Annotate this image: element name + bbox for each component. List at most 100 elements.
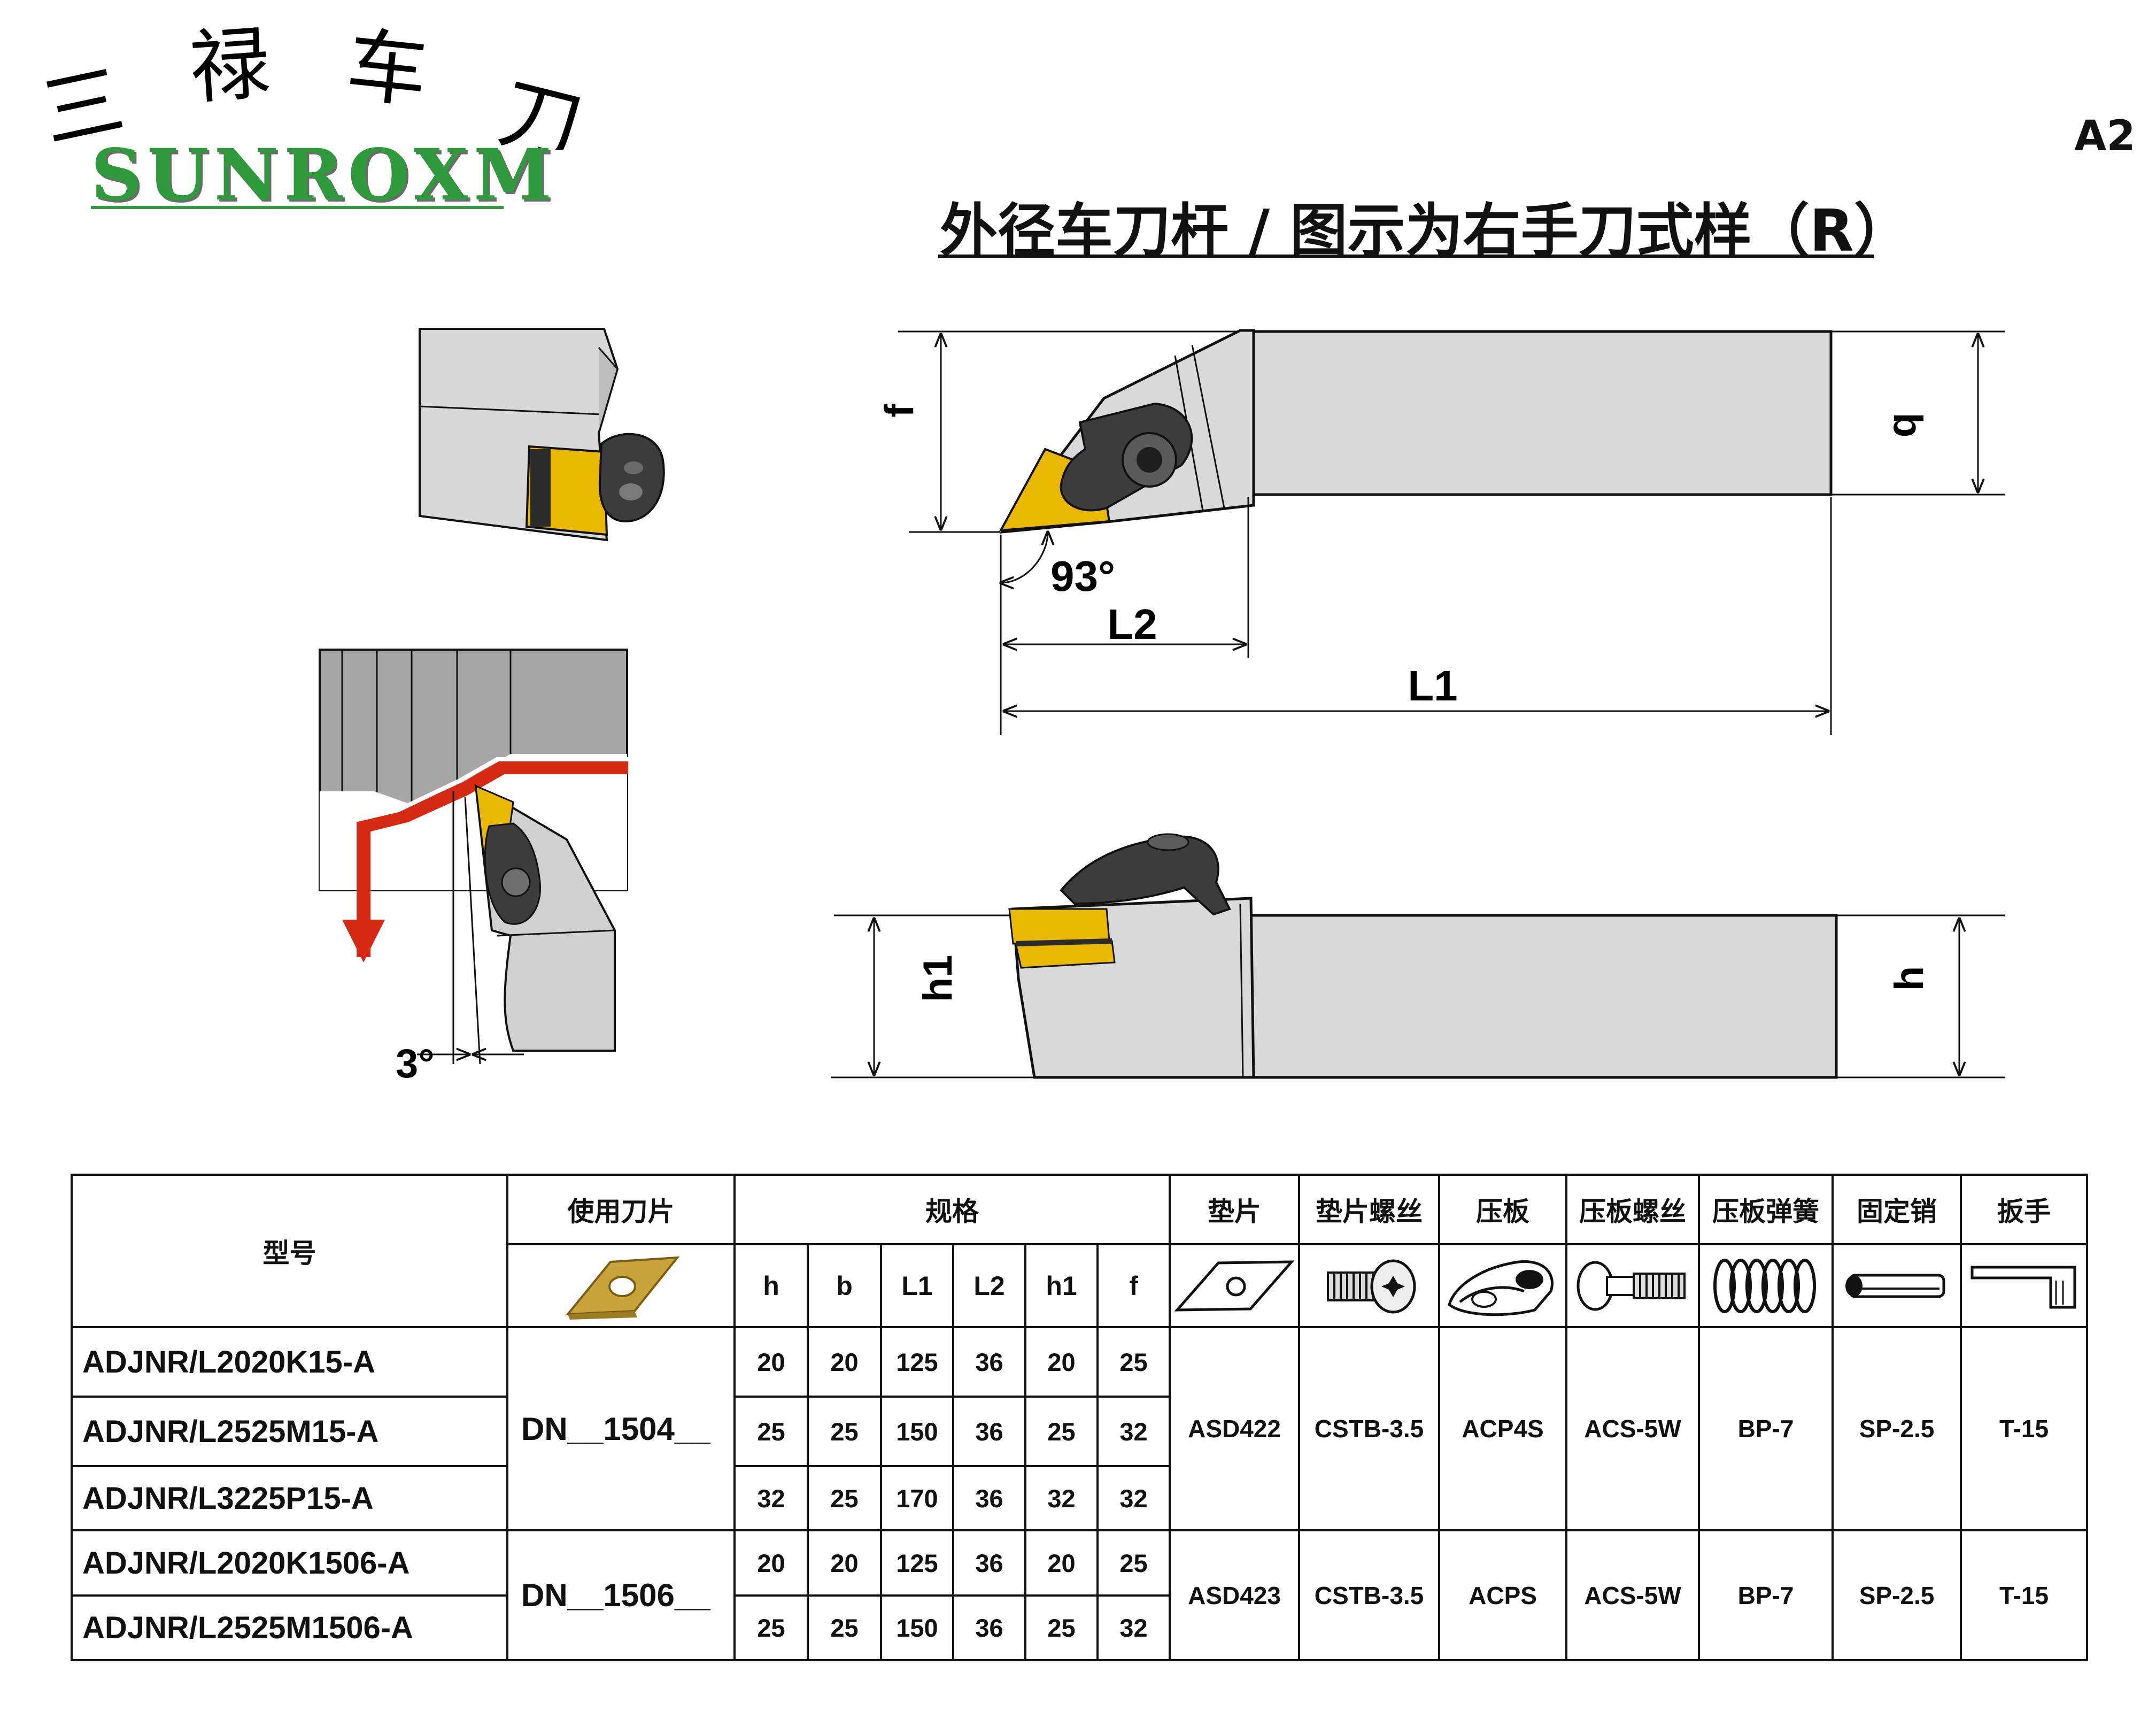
main-angle-label: 93° [1050, 552, 1115, 600]
value-f: 32 [1096, 1396, 1171, 1467]
model-cell: ADJNR/L2020K1506-A [71, 1529, 508, 1597]
value-f: 25 [1096, 1529, 1171, 1597]
value-h: 20 [733, 1529, 809, 1597]
value-h: 25 [733, 1594, 809, 1661]
technical-drawing: 3° f b 93° L2 L1 [319, 328, 2005, 1086]
header-model: 型号 [71, 1174, 508, 1328]
torx-wrench-icon [1970, 1266, 2076, 1308]
side-view: h1 h [831, 833, 2005, 1079]
value-b: 25 [807, 1594, 882, 1661]
header-shim-screw: 垫片螺丝 [1298, 1174, 1441, 1245]
shim-cell: ASD423 [1169, 1529, 1301, 1661]
shim-screw-picture-cell [1298, 1243, 1441, 1328]
clamp-screw-picture-cell [1565, 1243, 1701, 1328]
header-shim: 垫片 [1169, 1174, 1301, 1245]
dim-L1-label: L1 [1408, 662, 1457, 710]
header-wrench: 扳手 [1960, 1174, 2089, 1245]
clamp-screw-icon [1577, 1261, 1686, 1311]
model-cell: ADJNR/L2525M1506-A [71, 1594, 508, 1661]
shim-screw-cell: CSTB-3.5 [1298, 1529, 1441, 1661]
brand-chinese-name: 三 禄 车 刀 [37, 27, 591, 150]
clamp-spring-picture-cell [1698, 1243, 1834, 1328]
table-row: ADJNR/L3225P15-A 32 25 170 36 32 32 [71, 1465, 2087, 1531]
value-b: 20 [807, 1326, 882, 1398]
brand-char-3: 车 [342, 27, 431, 120]
value-L1: 125 [880, 1529, 954, 1597]
value-b: 25 [807, 1465, 882, 1531]
pin-cell: SP-2.5 [1832, 1529, 1962, 1661]
value-f: 32 [1096, 1465, 1171, 1531]
value-L2: 36 [952, 1465, 1026, 1531]
table-row: ADJNR/L2020K1506-A DN__1506__ 20 20 125 … [71, 1529, 2089, 1661]
subheader-row: h b L1 L2 h1 f [72, 1243, 2089, 1328]
value-L2: 36 [952, 1326, 1026, 1398]
dim-L2-label: L2 [1107, 600, 1157, 648]
table-row: ADJNR/L2525M15-A 25 25 150 36 25 32 [71, 1396, 2087, 1467]
dim-h1-label: h1 [915, 955, 961, 1003]
value-h: 32 [733, 1465, 809, 1531]
header-row: 型号 使用刀片 规格 垫片 垫片螺丝 压板 压板螺丝 压板弹簧 固定销 扳手 [71, 1174, 2089, 1328]
spec-col-b: b [807, 1243, 882, 1328]
shim-cell: ASD422 [1169, 1326, 1301, 1531]
value-L2: 36 [952, 1396, 1026, 1467]
wrench-cell: T-15 [1960, 1529, 2089, 1661]
header-spec: 规格 [733, 1174, 1171, 1245]
clamp-picture-cell [1438, 1243, 1568, 1328]
value-b: 20 [807, 1529, 882, 1597]
pin-picture-cell [1832, 1243, 1962, 1328]
clamp-screw-cell: ACS-5W [1565, 1529, 1701, 1661]
shim-plate-icon [1174, 1260, 1295, 1312]
value-b: 25 [807, 1396, 882, 1467]
table-row: ADJNR/L2525M1506-A 25 25 150 36 25 32 [71, 1594, 2087, 1661]
value-L2: 36 [952, 1529, 1026, 1597]
value-h: 20 [733, 1326, 809, 1398]
value-L2: 36 [952, 1594, 1026, 1661]
header-clamp-screw: 压板螺丝 [1565, 1174, 1701, 1245]
value-h1: 25 [1024, 1594, 1099, 1661]
insert-cell: DN__1504__ [506, 1326, 736, 1531]
header-clamp: 压板 [1438, 1174, 1568, 1245]
value-f: 32 [1096, 1594, 1171, 1661]
clamp-cell: ACPS [1438, 1529, 1568, 1661]
torx-screw-icon [1327, 1259, 1416, 1313]
dowel-pin-icon [1845, 1274, 1945, 1298]
model-cell: ADJNR/L2020K15-A [71, 1326, 508, 1398]
brand-underline [91, 206, 504, 209]
dim-b-label: b [1885, 413, 1930, 437]
insert-picture-cell [506, 1243, 736, 1328]
value-h1: 20 [1024, 1529, 1099, 1597]
spec-col-h: h [733, 1243, 809, 1328]
model-cell: ADJNR/L2525M15-A [71, 1396, 508, 1467]
value-L1: 150 [880, 1594, 954, 1661]
clamp-screw-cell: ACS-5W [1565, 1326, 1701, 1531]
spec-col-L2: L2 [952, 1243, 1026, 1328]
wrench-cell: T-15 [1960, 1326, 2089, 1531]
value-L1: 170 [880, 1465, 954, 1531]
page-title: 外径车刀杆 / 图示为右手刀式样（R） [940, 198, 1912, 265]
dim-h-label: h [1887, 966, 1932, 991]
value-h1: 25 [1024, 1396, 1099, 1467]
brand-english-name: SUNROXM [91, 134, 557, 217]
clamp-spring-cell: BP-7 [1698, 1326, 1834, 1531]
coil-spring-icon [1713, 1258, 1817, 1313]
shim-picture-cell [1169, 1243, 1301, 1328]
spec-table: 型号 使用刀片 规格 垫片 垫片螺丝 压板 压板螺丝 压板弹簧 固定销 扳手 h… [71, 1174, 2089, 1661]
title-underline [938, 255, 1874, 258]
page-code: A2 [2074, 112, 2136, 160]
dim-f-label: f [877, 404, 922, 418]
model-cell: ADJNR/L3225P15-A [71, 1465, 508, 1531]
spec-col-L1: L1 [880, 1243, 954, 1328]
side-angle-label: 3° [396, 1041, 435, 1086]
header-clamp-spring: 压板弹簧 [1698, 1174, 1834, 1245]
wrench-picture-cell [1960, 1243, 2089, 1328]
brand-char-2: 禄 [187, 27, 273, 115]
feed-direction-arrow [342, 920, 385, 962]
shim-screw-cell: CSTB-3.5 [1298, 1326, 1441, 1531]
spec-col-h1: h1 [1024, 1243, 1099, 1328]
value-L1: 150 [880, 1396, 954, 1467]
insert-cell: DN__1506__ [506, 1529, 736, 1661]
clamp-cell: ACP4S [1438, 1326, 1568, 1531]
spec-col-f: f [1096, 1243, 1171, 1328]
value-L1: 125 [880, 1326, 954, 1398]
header-pin: 固定销 [1832, 1174, 1962, 1245]
